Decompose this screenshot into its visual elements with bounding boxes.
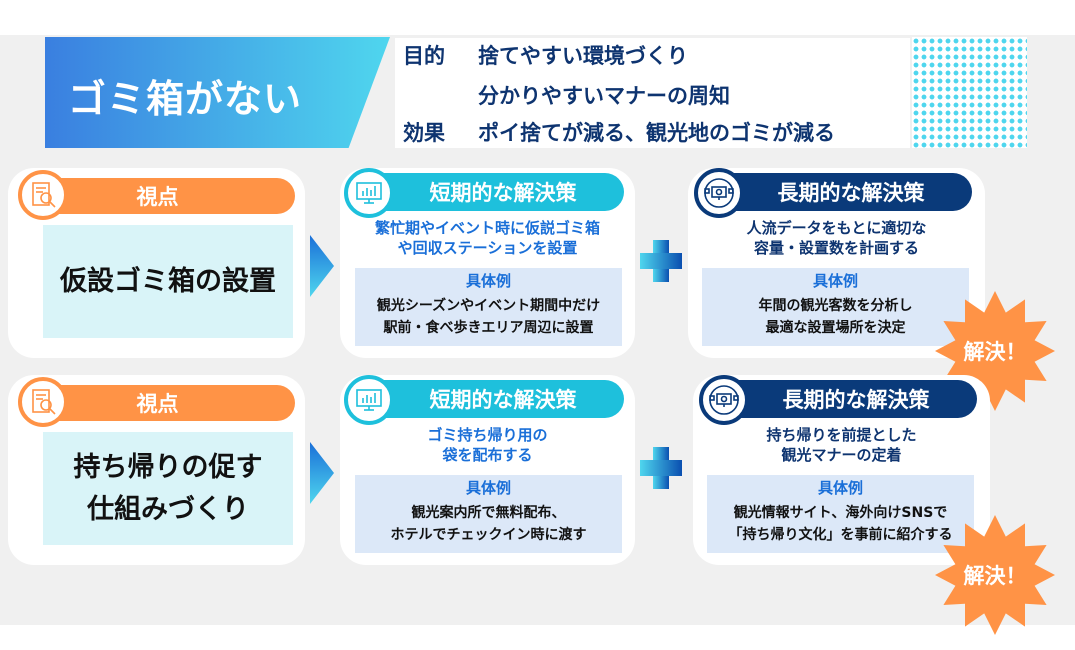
short-term-example: 具体例観光案内所で無料配布、ホテルでチェックイン時に渡す xyxy=(355,475,622,553)
example-label: 具体例 xyxy=(817,479,863,497)
example-label: 具体例 xyxy=(465,272,511,290)
long-term-card: 長期的な解決策 持ち帰りを前提とした観光マナーの定着 具体例観光情報サイト、海外… xyxy=(693,375,990,565)
desc-line: 容量・設置数を計画する xyxy=(753,239,919,258)
desc-line: 人流データをもとに適切な xyxy=(746,219,927,237)
plus-icon xyxy=(640,447,682,489)
long-term-example: 具体例年間の観光客数を分析し最適な設置場所を決定 xyxy=(702,268,969,346)
effect-label: 効果 xyxy=(403,121,445,145)
solved-label: 解決！ xyxy=(963,340,1027,364)
monitor-network-icon xyxy=(694,168,744,218)
desc-line: ゴミ持ち帰り用の xyxy=(427,426,548,444)
desc-line: や回収ステーションを設置 xyxy=(397,239,578,258)
example-text: 観光情報サイト、海外向けSNSで「持ち帰り文化」を事前に紹介する xyxy=(728,505,953,544)
perspective-text: 仮設ゴミ箱の設置 xyxy=(43,225,293,338)
perspective-card: 視点 持ち帰りの促す 仕組みづくり xyxy=(8,375,305,565)
goals-panel: 目的 捨てやすい環境づくり 分かりやすいマナーの周知 効果 ポイ捨てが減る、観光… xyxy=(395,38,910,148)
short-term-example: 具体例観光シーズンやイベント期間中だけ駅前・食べ歩きエリア周辺に設置 xyxy=(355,268,622,346)
perspective-card: 視点 仮設ゴミ箱の設置 xyxy=(8,168,305,358)
perspective-text: 持ち帰りの促す 仕組みづくり xyxy=(43,432,293,545)
perspective-label: 視点 xyxy=(136,392,179,416)
short-term-card: 短期的な解決策 ゴミ持ち帰り用の袋を配布する 具体例観光案内所で無料配布、ホテル… xyxy=(340,375,635,565)
long-term-header: 長期的な解決策 xyxy=(705,380,977,418)
monitor-network-icon xyxy=(699,375,749,425)
short-term-card: 短期的な解決策 繁忙期やイベント時に仮説ゴミ箱や回収ステーションを設置 具体例観… xyxy=(340,168,635,358)
long-term-label: 長期的な解決策 xyxy=(782,388,930,412)
long-term-card: 長期的な解決策 人流データをもとに適切な容量・設置数を計画する 具体例年間の観光… xyxy=(688,168,985,358)
desc-line: 観光マナーの定着 xyxy=(781,446,902,465)
long-term-description: 持ち帰りを前提とした観光マナーの定着 xyxy=(698,425,985,466)
purpose-label: 目的 xyxy=(403,44,445,68)
perspective-label: 視点 xyxy=(136,185,179,209)
effect-text: ポイ捨てが減る、観光地のゴミが減る xyxy=(478,121,835,145)
short-term-header: 短期的な解決策 xyxy=(352,380,624,418)
example-text: 観光案内所で無料配布、ホテルでチェックイン時に渡す xyxy=(390,505,587,544)
short-term-label: 短期的な解決策 xyxy=(429,181,577,205)
long-term-example: 具体例観光情報サイト、海外向けSNSで「持ち帰り文化」を事前に紹介する xyxy=(707,475,974,553)
title-banner xyxy=(45,37,390,148)
long-term-description: 人流データをもとに適切な容量・設置数を計画する xyxy=(693,218,980,259)
purpose-line: 分かりやすいマナーの周知 xyxy=(478,84,730,108)
desc-line: 持ち帰りを前提とした xyxy=(766,426,917,444)
purpose-line: 捨てやすい環境づくり xyxy=(478,44,688,68)
chart-monitor-icon xyxy=(344,375,394,425)
plus-icon xyxy=(640,240,682,282)
example-label: 具体例 xyxy=(812,272,858,290)
example-text: 年間の観光客数を分析し最適な設置場所を決定 xyxy=(758,298,913,337)
desc-line: 繁忙期やイベント時に仮説ゴミ箱 xyxy=(374,219,600,237)
desc-line: 袋を配布する xyxy=(442,446,533,465)
document-search-icon xyxy=(18,377,68,427)
solved-label: 解決！ xyxy=(963,564,1027,588)
dot-pattern-decoration xyxy=(912,37,1027,148)
long-term-label: 長期的な解決策 xyxy=(777,181,925,205)
short-term-description: 繁忙期やイベント時に仮説ゴミ箱や回収ステーションを設置 xyxy=(345,218,630,259)
long-term-header: 長期的な解決策 xyxy=(700,173,972,211)
short-term-header: 短期的な解決策 xyxy=(352,173,624,211)
page-title: ゴミ箱がない xyxy=(68,77,303,121)
short-term-label: 短期的な解決策 xyxy=(429,388,577,412)
short-term-description: ゴミ持ち帰り用の袋を配布する xyxy=(345,425,630,466)
example-text: 観光シーズンやイベント期間中だけ駅前・食べ歩きエリア周辺に設置 xyxy=(376,298,601,337)
chart-monitor-icon xyxy=(344,168,394,218)
example-label: 具体例 xyxy=(465,479,511,497)
document-search-icon xyxy=(18,170,68,220)
